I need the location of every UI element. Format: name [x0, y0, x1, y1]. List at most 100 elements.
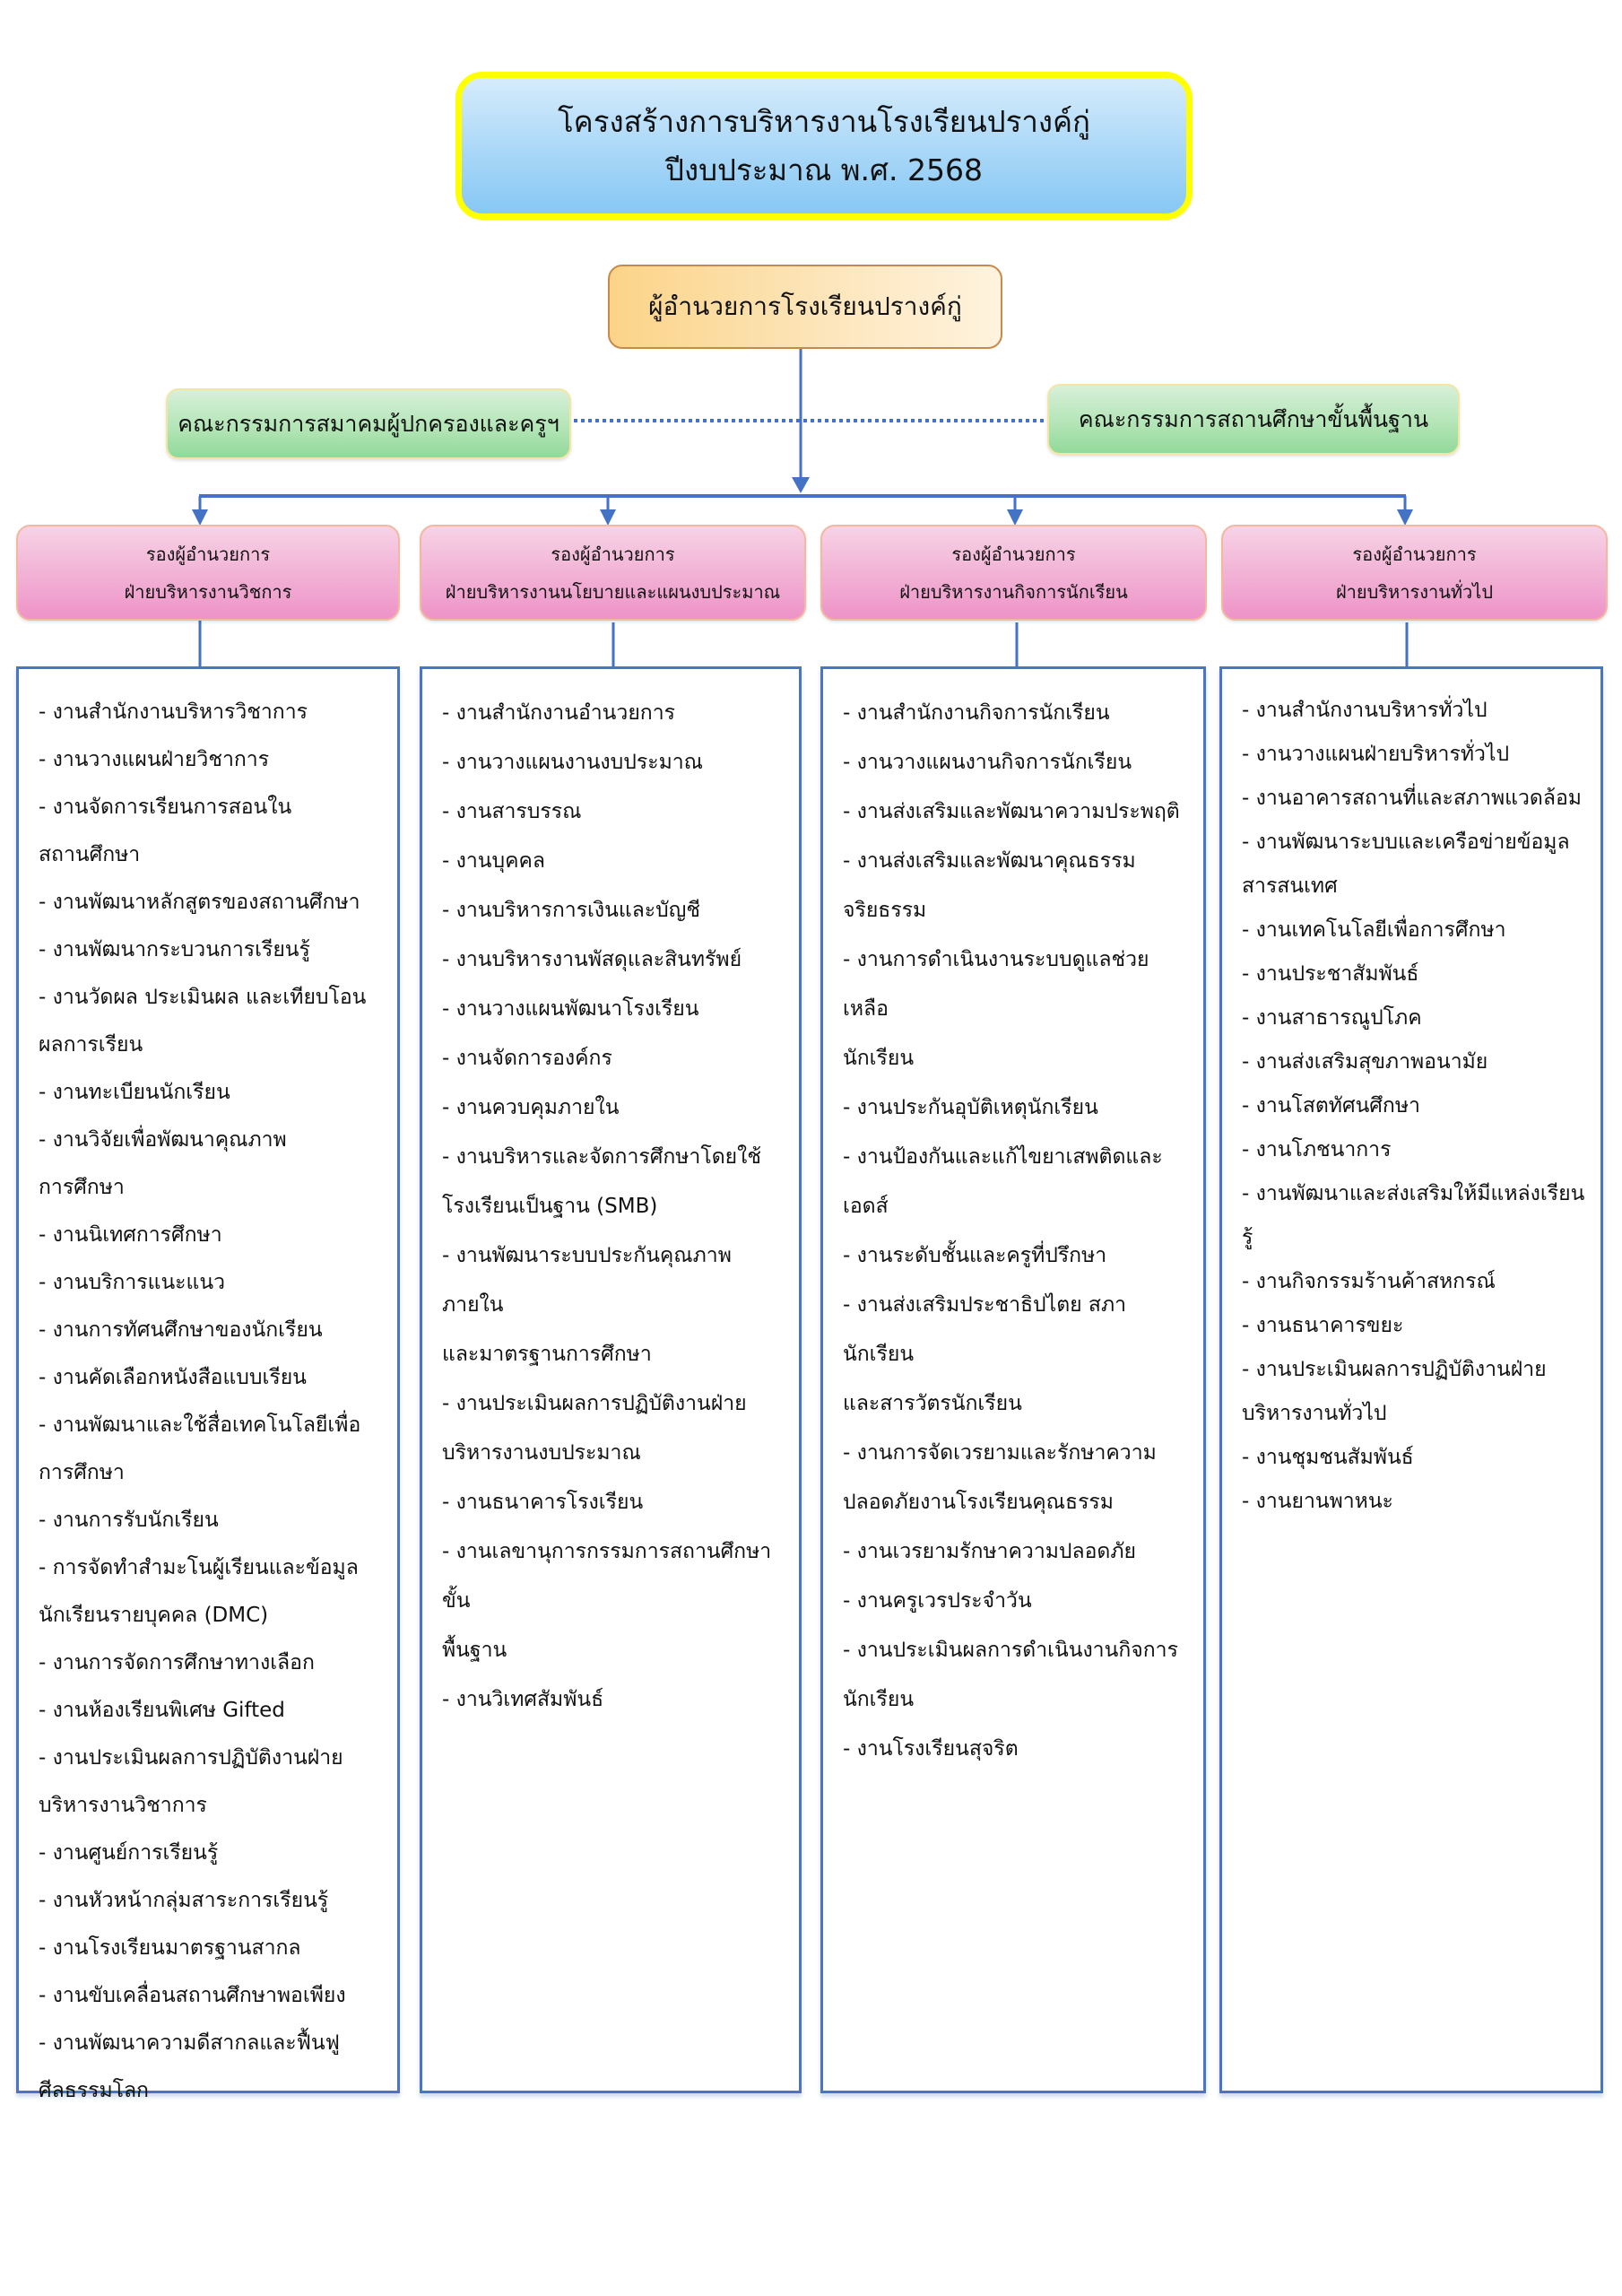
task-list-item: ผลการเรียน	[39, 1033, 143, 1057]
task-list-item: - งานเทคโนโลยีเพื่อการศึกษา	[1242, 918, 1506, 942]
task-list-item: - งานป้องกันและแก้ไขยาเสพติดและเอดส์	[843, 1145, 1163, 1218]
dept-student-affairs-task-list: - งานสำนักงานกิจการนักเรียน - งานวางแผนงา…	[820, 666, 1206, 2093]
task-list-item: - งานขับเคลื่อนสถานศึกษาพอเพียง	[39, 1984, 346, 2007]
dept-role: รองผู้อำนวยการ	[1352, 543, 1477, 565]
task-list-item: - งานวางแผนงานงบประมาณ	[442, 751, 703, 774]
task-list-item: - งานประเมินผลการปฏิบัติงานฝ่าย	[39, 1746, 343, 1770]
task-list-item: พื้นฐาน	[442, 1639, 507, 1662]
task-list-item: - งานวางแผนงานกิจการนักเรียน	[843, 751, 1132, 774]
task-list-item: - การจัดทำสำมะโนผู้เรียนและข้อมูล	[39, 1556, 359, 1579]
task-list-item: - งานทะเบียนนักเรียน	[39, 1081, 230, 1104]
task-list-item: - งานยานพาหนะ	[1242, 1490, 1393, 1513]
task-list-item: - งานเลขานุการกรรมการสถานศึกษาขั้น	[442, 1540, 772, 1613]
task-list-item: - งานพัฒนากระบวนการเรียนรู้	[39, 938, 310, 961]
task-list-item: - งานสำนักงานบริหารวิชาการ	[39, 700, 308, 724]
dept-academic-node: รองผู้อำนวยการ ฝ่ายบริหารงานวิชการ	[16, 525, 400, 621]
task-list-item: นักเรียน	[843, 1047, 915, 1070]
task-list-item: - งานบริการแนะแนว	[39, 1271, 225, 1294]
task-list-item: - งานห้องเรียนพิเศษ Gifted	[39, 1699, 285, 1722]
task-list-item: - งานสำนักงานบริหารทั่วไป	[1242, 699, 1488, 722]
dept-name: ฝ่ายบริหารงานกิจการนักเรียน	[899, 580, 1128, 603]
task-list-item: - งานพัฒนาและส่งเสริมให้มีแหล่งเรียนรู้	[1242, 1182, 1585, 1249]
task-list-item: สถานศึกษา	[39, 843, 141, 866]
task-list-item: - งานประชาสัมพันธ์	[1242, 962, 1419, 986]
task-list-item: - งานประเมินผลการปฏิบัติงานฝ่าย	[1242, 1358, 1547, 1381]
chart-subtitle-fiscal-year: ปีงบประมาณ พ.ศ. 2568	[665, 152, 983, 187]
task-list-item: - งานสาธารณูปโภค	[1242, 1006, 1422, 1030]
task-list-item: - งานกิจกรรมร้านค้าสหกรณ์	[1242, 1270, 1496, 1293]
task-list-item: - งานครูเวรประจำวัน	[843, 1589, 1032, 1613]
task-list-item: บริหารงานวิชาการ	[39, 1794, 207, 1817]
task-list-item: - งานศูนย์การเรียนรู้	[39, 1841, 219, 1865]
task-list-item: ปลอดภัยงานโรงเรียนคุณธรรม	[843, 1491, 1114, 1514]
task-list-item: - งานพัฒนาและใช้สื่อเทคโนโลยีเพื่อ	[39, 1413, 361, 1437]
task-list-item: - งานควบคุมภายใน	[442, 1096, 620, 1119]
task-list-item: - งานพัฒนาหลักสูตรของสถานศึกษา	[39, 891, 360, 914]
dept-general-admin-node: รองผู้อำนวยการ ฝ่ายบริหารงานทั่วไป	[1221, 525, 1608, 621]
task-list-item: - งานบริหารการเงินและบัญชี	[442, 899, 700, 922]
task-list-item: - งานโภชนาการ	[1242, 1138, 1392, 1161]
task-list-item: - งานการทัศนศึกษาของนักเรียน	[39, 1318, 323, 1342]
task-list-item: - งานธนาคารโรงเรียน	[442, 1491, 644, 1514]
task-list-item: - งานสารบรรณ	[442, 800, 582, 823]
task-list-item: บริหารงานงบประมาณ	[442, 1441, 641, 1465]
task-list-item: - งานวัดผล ประเมินผล และเทียบโอน	[39, 986, 367, 1009]
task-list-item: - งานการรับนักเรียน	[39, 1509, 219, 1532]
task-list-item: - งานโสตทัศนศึกษา	[1242, 1094, 1420, 1118]
task-list-item: - งานจัดการองค์กร	[442, 1047, 612, 1070]
dept-name: ฝ่ายบริหารงานนโยบายและแผนงบประมาณ	[445, 580, 781, 603]
task-list-item: - งานเวรยามรักษาความปลอดภัย	[843, 1540, 1136, 1563]
dept-student-affairs-node: รองผู้อำนวยการ ฝ่ายบริหารงานกิจการนักเรี…	[820, 525, 1207, 621]
task-list-item: - งานจัดการเรียนการสอนใน	[39, 796, 292, 819]
dept-academic-task-list: - งานสำนักงานบริหารวิชาการ - งานวางแผนฝ่า…	[16, 666, 400, 2102]
task-list-item: - งานอาคารสถานที่และสภาพแวดล้อม	[1242, 787, 1582, 810]
task-list-item: - งานบริหารและจัดการศึกษาโดยใช้	[442, 1145, 761, 1169]
task-list-item: - งานโรงเรียนมาตรฐานสากล	[39, 1936, 301, 1960]
committee-parent-teacher-label: คณะกรรมการสมาคมผู้ปกครองและครูฯ	[178, 410, 559, 437]
task-list-item: - งานธนาคารขยะ	[1242, 1314, 1404, 1337]
task-list-item: - งานหัวหน้ากลุ่มสาระการเรียนรู้	[39, 1889, 329, 1912]
task-list-item: - งานการดำเนินงานระบบดูแลช่วยเหลือ	[843, 948, 1149, 1021]
task-list-item: - งานนิเทศการศึกษา	[39, 1223, 222, 1247]
committee-parent-teacher-node: คณะกรรมการสมาคมผู้ปกครองและครูฯ	[166, 388, 571, 459]
director-label: ผู้อำนวยการโรงเรียนปรางค์กู่	[648, 291, 962, 321]
dept-to-list-lines	[198, 621, 1409, 667]
dept-policy-budget-node: รองผู้อำนวยการ ฝ่ายบริหารงานนโยบายและแผน…	[420, 525, 806, 621]
dept-name: ฝ่ายบริหารงานทั่วไป	[1335, 580, 1494, 603]
task-list-item: - งานส่งเสริมสุขภาพอนามัย	[1242, 1050, 1488, 1074]
dept-general-admin-task-list: - งานสำนักงานบริหารทั่วไป - งานวางแผนฝ่าย…	[1219, 666, 1603, 2093]
task-list-item: - งานบุคคล	[442, 849, 545, 873]
task-list-item: - งานวางแผนฝ่ายบริหารทั่วไป	[1242, 743, 1510, 766]
task-list-item: - งานพัฒนาความดีสากลและฟื้นฟู	[39, 2031, 340, 2055]
task-list-item: - งานประเมินผลการปฏิบัติงานฝ่าย	[442, 1392, 747, 1415]
task-list-item: - งานพัฒนาระบบประกันคุณภาพภายใน	[442, 1244, 732, 1317]
dept-role: รองผู้อำนวยการ	[145, 543, 271, 565]
director-arrow-head	[792, 477, 810, 493]
task-list-item: และมาตรฐานการศึกษา	[442, 1343, 652, 1366]
task-list-item: บริหารงานทั่วไป	[1242, 1402, 1387, 1425]
task-list-item: - งานโรงเรียนสุจริต	[843, 1737, 1019, 1761]
task-list-item: ศีลธรรมโลก	[39, 2079, 149, 2102]
committee-basic-education-label: คณะกรรมการสถานศึกษาขั้นพื้นฐาน	[1078, 405, 1429, 432]
task-list-item: - งานวิเทศสัมพันธ์	[442, 1688, 604, 1711]
task-list-item: - งานการจัดเวรยามและรักษาความ	[843, 1441, 1157, 1465]
task-list-item: นักเรียน	[843, 1688, 915, 1711]
task-list-item: - งานบริหารงานพัสดุและสินทรัพย์	[442, 948, 742, 971]
task-list-item: - งานส่งเสริมและพัฒนาคุณธรรม	[843, 849, 1136, 873]
task-list-item: - งานการจัดการศึกษาทางเลือก	[39, 1651, 315, 1674]
dept-role: รองผู้อำนวยการ	[551, 543, 675, 565]
committee-basic-education-node: คณะกรรมการสถานศึกษาขั้นพื้นฐาน	[1047, 384, 1460, 455]
chart-title-box: โครงสร้างการบริหารงานโรงเรียนปรางค์กู่ ป…	[455, 72, 1193, 220]
task-list-item: - งานระดับชั้นและครูที่ปรึกษา	[843, 1244, 1107, 1267]
task-list-item: - งานชุมชนสัมพันธ์	[1242, 1446, 1414, 1469]
task-list-item: โรงเรียนเป็นฐาน (SMB)	[442, 1195, 658, 1218]
task-list-item: - งานวางแผนพัฒนาโรงเรียน	[442, 997, 699, 1021]
task-list-item: - งานวางแผนฝ่ายวิชาการ	[39, 748, 270, 771]
task-list-item: - งานประเมินผลการดำเนินงานกิจการ	[843, 1639, 1178, 1662]
task-list-item: สารสนเทศ	[1242, 874, 1338, 898]
dept-policy-budget-task-list: - งานสำนักงานอำนวยการ- งานวางแผนงานงบประ…	[420, 666, 802, 2093]
task-list-item: - งานประกันอุบัติเหตุนักเรียน	[843, 1096, 1098, 1119]
task-list-item: - งานคัดเลือกหนังสือแบบเรียน	[39, 1366, 307, 1389]
task-list-item: - งานสำนักงานกิจการนักเรียน	[843, 701, 1110, 725]
